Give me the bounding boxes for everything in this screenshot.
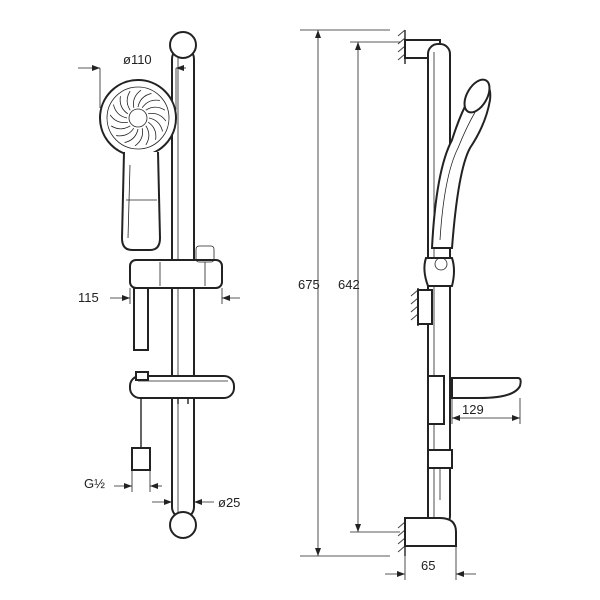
label-fixing-distance: 642 — [338, 277, 360, 292]
front-view: ø110 115 G½ — [78, 31, 240, 539]
label-bar-diameter: ø25 — [218, 495, 240, 510]
dim-bar-diameter: ø25 — [152, 492, 240, 510]
spray-nozzle-line — [145, 106, 166, 111]
dim-total-height: 675 — [298, 29, 390, 557]
slider — [129, 245, 223, 289]
side-soap-dish — [427, 375, 522, 425]
spray-nozzle-line — [116, 127, 135, 137]
spray-nozzle-line — [141, 99, 160, 109]
bottom-end-cap — [169, 511, 197, 539]
label-soap-dish-depth: 129 — [462, 402, 484, 417]
dim-soap-dish-depth: 129 — [451, 398, 521, 424]
spray-nozzle-line — [126, 90, 131, 111]
spray-nozzle-line — [110, 125, 131, 130]
soap-dish — [129, 371, 235, 404]
spray-nozzle-line — [134, 128, 143, 147]
label-total-height: 675 — [298, 277, 320, 292]
label-wall-offset: 65 — [421, 558, 435, 573]
dim-thread: G½ — [84, 470, 162, 492]
side-view: 675 642 129 65 — [298, 29, 522, 580]
label-slider-offset: 115 — [78, 290, 99, 305]
spray-nozzle-line — [145, 125, 150, 146]
dim-slider-offset: 115 — [78, 288, 240, 305]
top-end-cap — [169, 31, 197, 59]
side-hand-shower — [430, 78, 492, 249]
label-head-diameter: ø110 — [123, 52, 152, 67]
wall-bottom — [397, 521, 406, 556]
dim-wall-offset: 65 — [385, 546, 476, 580]
bottom-bracket — [404, 517, 457, 547]
spray-nozzle-line — [148, 117, 163, 132]
spray-nozzle-line — [113, 104, 128, 119]
spray-nozzle-line — [148, 113, 167, 122]
side-slider — [423, 257, 455, 287]
spray-nozzle-line — [147, 121, 157, 140]
hose — [133, 287, 149, 448]
hand-shower — [99, 79, 177, 251]
wall-top — [397, 29, 406, 64]
spray-nozzle-line — [124, 128, 139, 143]
dim-head-diameter: ø110 — [78, 52, 186, 110]
spray-nozzle-line — [119, 96, 129, 115]
spray-nozzle-line — [133, 89, 142, 108]
label-thread: G½ — [84, 476, 105, 491]
middle-fixing — [417, 289, 433, 325]
spray-nozzle-line — [137, 93, 152, 108]
spray-nozzle-line — [109, 114, 128, 123]
wall-middle — [410, 288, 419, 326]
dim-fixing-distance: 642 — [338, 41, 400, 533]
hose-connector — [131, 447, 151, 471]
